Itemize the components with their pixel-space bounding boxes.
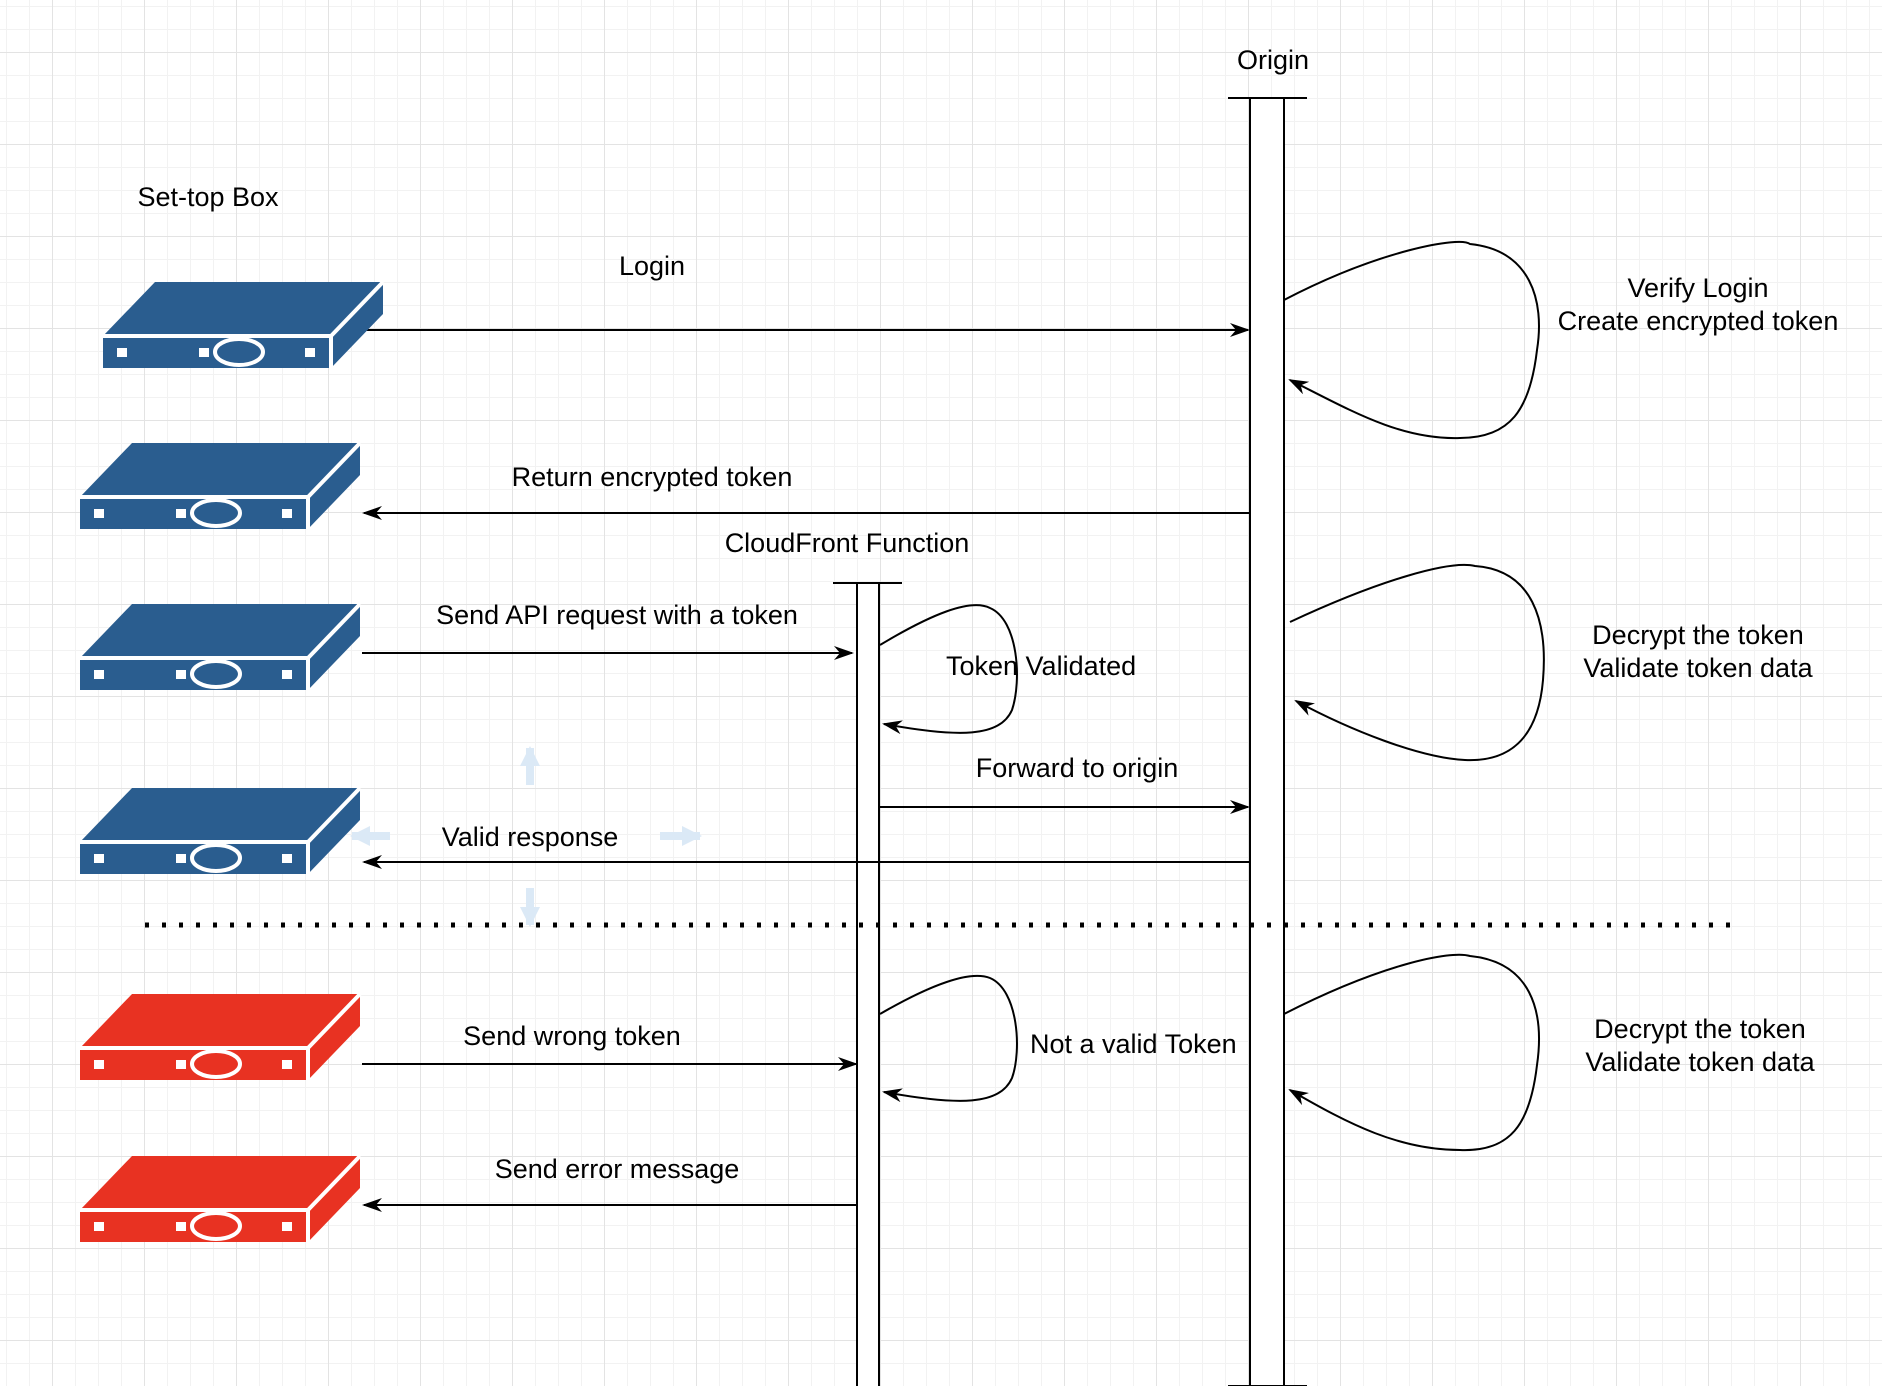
self-call-decrypt-1	[1289, 563, 1545, 762]
cloudfront-lifeline[interactable]	[833, 582, 902, 1386]
verify-login-label: Verify Login Create encrypted token	[1557, 273, 1839, 336]
cloudfront-label: CloudFront Function	[724, 528, 970, 558]
set-top-box-label: Set-top Box	[137, 182, 279, 212]
self-call-decrypt-2	[1283, 953, 1540, 1152]
set-top-box-icon	[78, 441, 362, 531]
set-top-box-icon	[78, 992, 362, 1082]
forward-origin-label: Forward to origin	[975, 753, 1179, 783]
decrypt-label-1: Decrypt the token Validate token data	[1583, 620, 1813, 683]
set-top-box-icon	[101, 280, 385, 370]
return-token-label: Return encrypted token	[511, 462, 793, 492]
send-wrong-label: Send wrong token	[463, 1021, 681, 1051]
send-error-label: Send error message	[494, 1154, 740, 1184]
faint-move-handles	[350, 746, 702, 927]
self-call-verify	[1283, 240, 1540, 440]
self-call-not-valid	[879, 974, 1018, 1103]
token-validated-label: Token Validated	[946, 651, 1137, 681]
set-top-box-icon	[78, 602, 362, 692]
send-api-label: Send API request with a token	[436, 600, 798, 630]
set-top-box-icon	[78, 1154, 362, 1244]
not-valid-token-label: Not a valid Token	[1030, 1029, 1237, 1059]
origin-label: Origin	[1236, 45, 1310, 75]
valid-response-label: Valid response	[441, 822, 619, 852]
decrypt-label-2: Decrypt the token Validate token data	[1585, 1014, 1815, 1077]
login-label: Login	[618, 251, 686, 281]
origin-lifeline[interactable]	[1228, 97, 1307, 1386]
set-top-box-icon	[78, 786, 362, 876]
self-call-token-validated	[879, 604, 1018, 735]
